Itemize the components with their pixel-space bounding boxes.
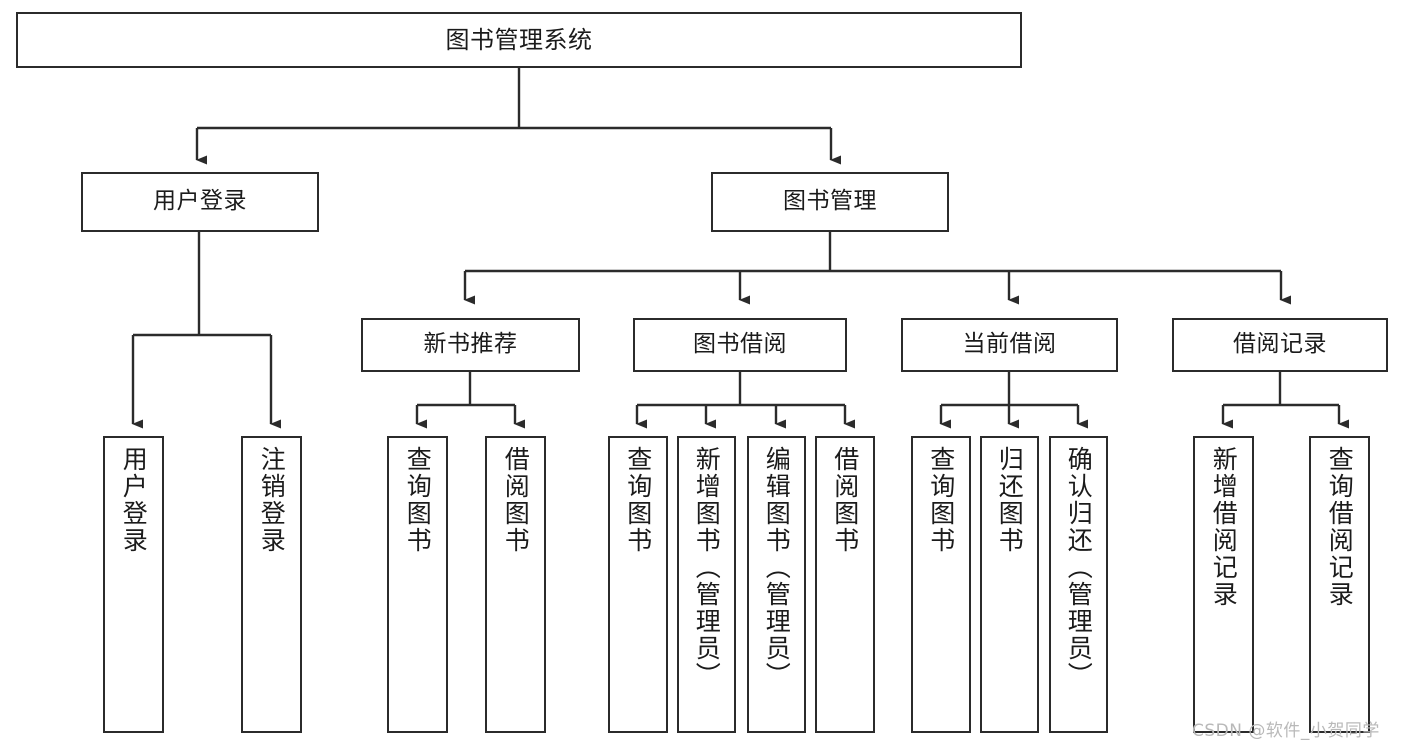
node-label: 新增图书（管理员） — [692, 446, 722, 689]
node-label: 新书推荐 — [423, 331, 518, 358]
node-label: 查询图书 — [403, 446, 433, 554]
node-label: 查询图书 — [623, 446, 653, 554]
leaf-borrow-borrow-book[interactable]: 借阅图书 — [815, 436, 875, 733]
node-book-borrow[interactable]: 图书借阅 — [633, 318, 847, 372]
leaf-borrow-edit-book-admin[interactable]: 编辑图书（管理员） — [747, 436, 806, 733]
node-label: 图书管理 — [783, 188, 877, 215]
node-label: 编辑图书（管理员） — [762, 446, 792, 689]
leaf-new-book-borrow[interactable]: 借阅图书 — [485, 436, 546, 733]
node-label: 归还图书 — [995, 446, 1025, 554]
leaf-record-query-record[interactable]: 查询借阅记录 — [1309, 436, 1370, 733]
node-label: 用户登录 — [153, 188, 247, 215]
node-label: 借阅图书 — [830, 446, 860, 554]
node-label: 注销登录 — [257, 446, 287, 554]
node-label: 借阅图书 — [501, 446, 531, 554]
node-user-login[interactable]: 用户登录 — [81, 172, 319, 232]
node-label: 新增借阅记录 — [1209, 446, 1239, 608]
node-label: 图书借阅 — [693, 331, 787, 358]
node-label: 借阅记录 — [1233, 331, 1327, 358]
leaf-current-query-book[interactable]: 查询图书 — [911, 436, 971, 733]
node-label: 用户登录 — [119, 446, 149, 554]
node-new-book-recommend[interactable]: 新书推荐 — [361, 318, 580, 372]
csdn-watermark: CSDN @软件_小贺同学 — [1192, 721, 1380, 741]
node-book-management[interactable]: 图书管理 — [711, 172, 949, 232]
leaf-borrow-add-book-admin[interactable]: 新增图书（管理员） — [677, 436, 736, 733]
node-label: 查询借阅记录 — [1325, 446, 1355, 608]
leaf-user-login-logout[interactable]: 注销登录 — [241, 436, 302, 733]
leaf-current-return-book[interactable]: 归还图书 — [980, 436, 1039, 733]
node-current-borrow[interactable]: 当前借阅 — [901, 318, 1118, 372]
node-label: 确认归还（管理员） — [1064, 446, 1094, 689]
leaf-current-confirm-return-admin[interactable]: 确认归还（管理员） — [1049, 436, 1108, 733]
node-label: 查询图书 — [926, 446, 956, 554]
leaf-record-add-record[interactable]: 新增借阅记录 — [1193, 436, 1254, 733]
leaf-user-login-login[interactable]: 用户登录 — [103, 436, 164, 733]
node-label: 图书管理系统 — [445, 25, 593, 54]
node-label: 当前借阅 — [962, 331, 1057, 358]
leaf-borrow-query-book[interactable]: 查询图书 — [608, 436, 668, 733]
leaf-new-book-query[interactable]: 查询图书 — [387, 436, 448, 733]
node-borrow-record[interactable]: 借阅记录 — [1172, 318, 1388, 372]
node-root-system[interactable]: 图书管理系统 — [16, 12, 1022, 68]
